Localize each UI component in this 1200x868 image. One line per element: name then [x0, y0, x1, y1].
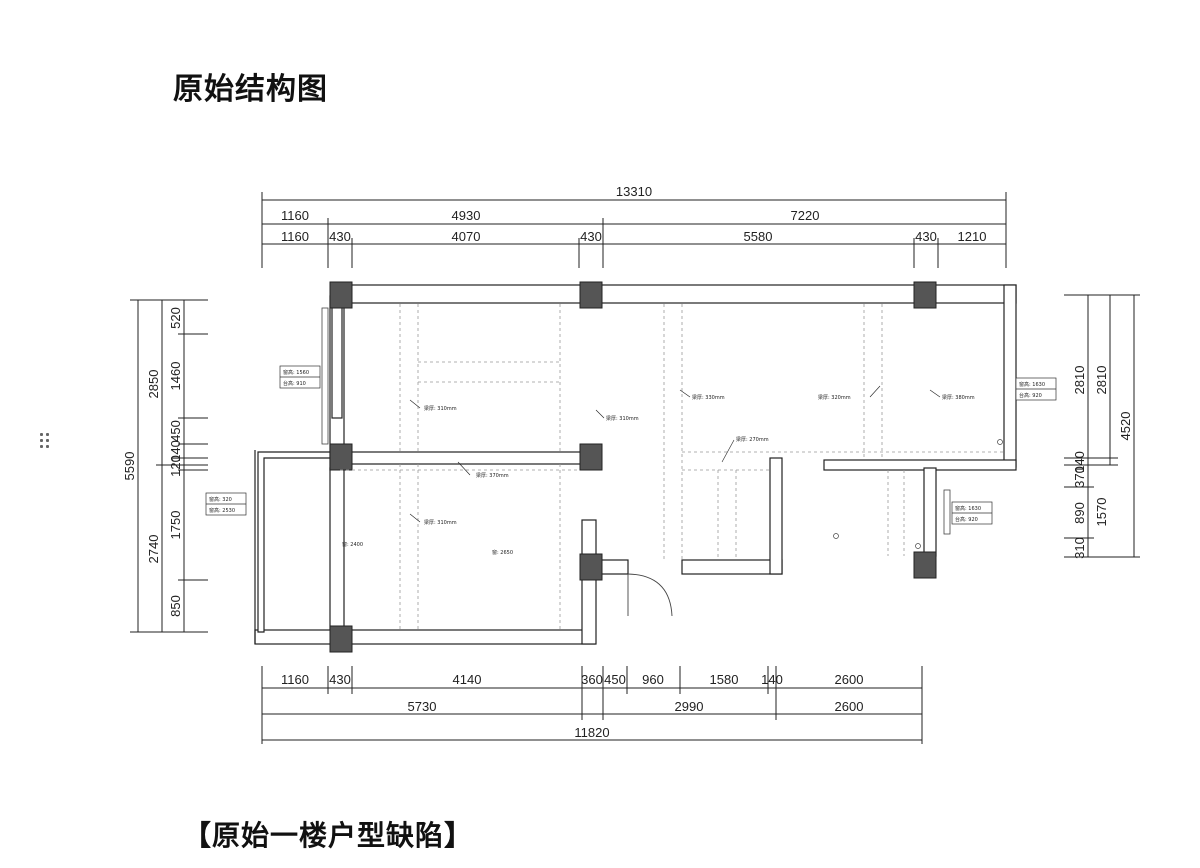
dim-top2-5580: 5580 [744, 229, 773, 244]
dim-top-1160: 1160 [281, 208, 309, 223]
dim-right-2810a: 2810 [1094, 366, 1109, 395]
dim-top2-1210: 1210 [958, 229, 987, 244]
window-label: 窗高: 1630 [1019, 381, 1045, 388]
dim-left-850: 850 [168, 595, 183, 617]
dim-bot-960: 960 [642, 672, 664, 687]
dim-right-140: 140 [1072, 451, 1087, 473]
dim-bot-2600: 2600 [835, 672, 864, 687]
window-label: 窗高: 320 [209, 496, 232, 503]
beam-note: 梁厚: 320mm [818, 394, 851, 401]
dim-bot2-2600: 2600 [835, 699, 864, 714]
room-mark: 窗: 2650 [492, 549, 513, 556]
drag-handle-icon[interactable] [40, 433, 54, 453]
dim-top2-4070: 4070 [452, 229, 481, 244]
dim-right-2810b: 2810 [1072, 366, 1087, 395]
dim-left-140: 140 [168, 440, 183, 462]
dim-bot-1160: 1160 [281, 672, 309, 687]
window-label: 窗高: 1630 [955, 505, 981, 512]
window-label: 窗高: 2530 [209, 507, 235, 514]
dim-bot-4140: 4140 [453, 672, 482, 687]
beam-note: 梁厚: 330mm [692, 394, 725, 401]
dim-bot-total: 11820 [574, 725, 609, 740]
dim-top-7220: 7220 [791, 208, 820, 223]
dim-right-890: 890 [1072, 502, 1087, 524]
dim-right-310: 310 [1072, 537, 1087, 559]
dim-left-2740: 2740 [146, 535, 161, 564]
dim-right-1570: 1570 [1094, 498, 1109, 527]
dim-bot-360: 360 [581, 672, 603, 687]
window-label: 窗高: 1560 [283, 369, 309, 376]
dim-bot2-5730: 5730 [408, 699, 437, 714]
dim-left-520: 520 [168, 307, 183, 329]
dim-right-370: 370 [1072, 466, 1087, 488]
dim-top-4930: 4930 [452, 208, 481, 223]
dim-bot-450: 450 [604, 672, 626, 687]
dim-bot-140: 140 [761, 672, 783, 687]
beam-note: 梁厚: 380mm [942, 394, 975, 401]
page-title: 原始结构图 [173, 72, 328, 107]
dim-left-5590: 5590 [122, 452, 137, 481]
dim-bot-1580: 1580 [710, 672, 739, 687]
dim-bot2-2990: 2990 [675, 699, 704, 714]
dim-top2-430b: 430 [580, 229, 602, 244]
window-label: 台高: 920 [1019, 392, 1042, 399]
dim-left-2850: 2850 [146, 370, 161, 399]
beam-note: 梁厚: 310mm [606, 415, 639, 422]
beam-note: 梁厚: 310mm [424, 405, 457, 412]
beam-note: 梁厚: 310mm [424, 519, 457, 526]
dim-top-total: 13310 [616, 184, 652, 199]
room-mark: 窗: 2400 [342, 541, 363, 548]
dim-left-1460: 1460 [168, 362, 183, 391]
dim-left-1750: 1750 [168, 511, 183, 540]
dim-right-4520: 4520 [1118, 412, 1133, 441]
dim-left-120: 120 [168, 455, 183, 477]
window-label: 台高: 910 [283, 380, 306, 387]
dim-left-450: 450 [168, 420, 183, 442]
dim-top2-1160: 1160 [281, 229, 309, 244]
beam-note: 梁厚: 370mm [476, 472, 509, 479]
dim-top2-430a: 430 [329, 229, 351, 244]
column [329, 281, 353, 309]
beam-note: 梁厚: 270mm [736, 436, 769, 443]
window-label: 台高: 920 [955, 516, 978, 523]
section-title: 【原始一楼户型缺陷】 [183, 819, 474, 852]
dim-bot-430: 430 [329, 672, 351, 687]
dim-top2-430c: 430 [915, 229, 937, 244]
